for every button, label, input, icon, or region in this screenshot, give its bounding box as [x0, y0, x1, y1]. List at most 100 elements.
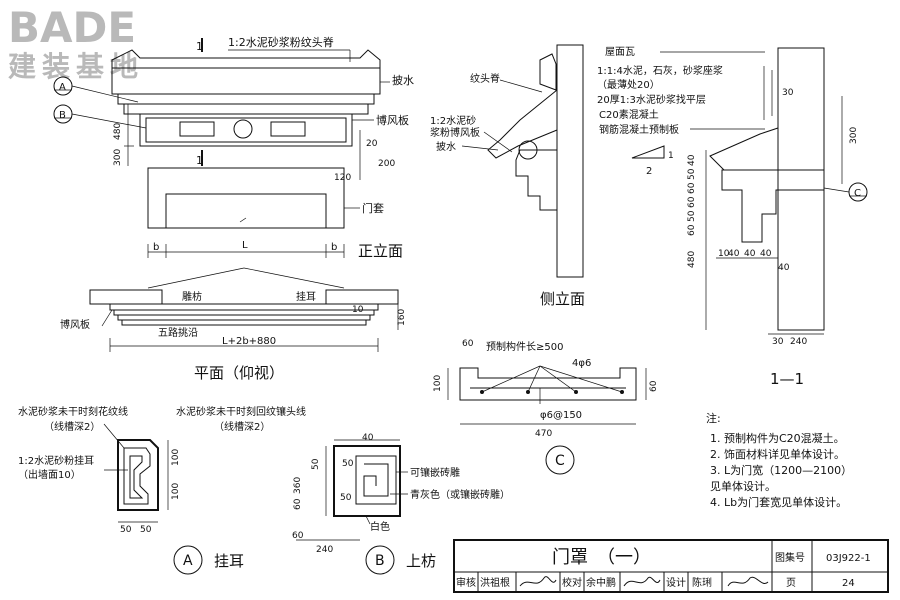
designer-name: 陈琍 [692, 576, 712, 589]
detail-b-white: 白色 [370, 520, 390, 533]
sec-dim-40a: 40 [687, 154, 697, 166]
reviewer-signature [519, 576, 557, 587]
note-line-4: C20素混凝土 [599, 108, 659, 121]
page-number: 24 [842, 578, 855, 589]
sec-dim-30b: 30 [772, 337, 784, 347]
dim-b-left: b [153, 242, 159, 253]
plan-total-dim: L+2b+880 [222, 336, 276, 347]
detail-b-blue-grey: 青灰色（或镶嵌砖雕） [410, 488, 510, 501]
section-1-1-title: 1—1 [770, 370, 804, 388]
section-notes: 屋面瓦 1:1:4水泥，石灰，砂浆座浆 （最薄处20） 20厚1:3水泥砂浆找平… [597, 46, 765, 177]
detail-c-dim-60: 60 [462, 339, 474, 349]
review-label: 审核 [456, 576, 476, 589]
note-item-1: 1. 预制构件为C20混凝土。 [710, 431, 845, 445]
fascia-label: 博风板 [376, 113, 409, 127]
sec-dim-40b: 40 [728, 249, 740, 259]
side-elevation-title: 侧立面 [540, 290, 585, 308]
note-line-3: 20厚1:3水泥砂浆找平层 [597, 93, 706, 106]
general-notes: 注: 1. 预制构件为C20混凝土。 2. 饰面材料详见单体设计。 3. L为门… [706, 411, 852, 509]
detail-a-note-1b: （线槽深2） [44, 420, 100, 433]
plan-dim-10: 10 [352, 305, 364, 315]
side-mortar-1: 1:2水泥砂 [430, 114, 476, 127]
side-drip-label: 披水 [436, 140, 456, 153]
side-cornice [515, 149, 558, 211]
callout-b-detail-letter: B [375, 553, 385, 569]
callout-c-detail [545, 445, 575, 475]
detail-c-dim-60-right: 60 [649, 380, 659, 392]
detail-b-note-1b: （线槽深2） [214, 420, 270, 433]
checker-signature [623, 576, 661, 587]
door-frame [147, 167, 345, 229]
detail-b-dim-50a: 50 [311, 458, 321, 470]
ridge-crest [111, 49, 381, 69]
detail-b-title: 上枋 [406, 552, 436, 570]
sec-dim-30: 30 [782, 88, 794, 98]
watermark-brand: BADE [8, 3, 136, 52]
detail-b-dim-50c: 50 [340, 493, 352, 503]
sec-dim-40d: 40 [760, 249, 772, 259]
sec-dim-60a: 60 [687, 182, 697, 194]
dim-200: 200 [378, 159, 395, 169]
slope-horizontal: 2 [646, 166, 652, 177]
side-ridge-label: 纹头脊 [470, 72, 500, 85]
sec-dim-60b: 60 [687, 196, 697, 208]
sec-dim-10: 10 [718, 249, 730, 259]
detail-a-dim-100b: 100 [171, 483, 181, 500]
note-line-1: 1:1:4水泥，石灰，砂浆座浆 [597, 64, 723, 77]
side-wall [556, 44, 584, 278]
sec-dim-50: 50 [687, 168, 697, 180]
note-line-5: 钢筋混凝土预制板 [599, 123, 679, 136]
cornice-label: 五路挑沿 [158, 326, 198, 339]
callout-a-letter: A [59, 82, 66, 93]
reviewer-name: 洪祖根 [480, 576, 510, 589]
detail-c-stirrup: φ6@150 [540, 410, 582, 421]
detail-a-note-1: 水泥砂浆未干时刻花纹线 [18, 405, 128, 418]
front-elevation: 1 1 1:2水泥砂浆粉纹头脊 A B 披水 博风板 480 [53, 35, 414, 260]
check-label: 校对 [562, 576, 582, 589]
atlas-number: 03J922-1 [826, 553, 871, 564]
checker-name: 余中鹏 [586, 576, 616, 589]
dim-20: 20 [366, 139, 378, 149]
plan-view: 雕枋 挂耳 博风板 五路挑沿 10 160 L+2b+880 平面（仰视） [60, 267, 407, 382]
dim-L: L [242, 240, 248, 251]
detail-a: 水泥砂浆未干时刻花纹线 （线槽深2） 1:2水泥砂粉挂耳 （出墙面10） 100… [18, 405, 244, 575]
detail-b-dim-360: 360 [293, 477, 303, 494]
sec-dim-40e: 40 [778, 263, 790, 273]
detail-b-dim-50b: 50 [342, 459, 354, 469]
dim-480: 480 [113, 123, 123, 140]
plan-fascia-label: 博风板 [60, 318, 90, 331]
callout-a-detail-letter: A [183, 553, 193, 569]
sec-dim-480: 480 [687, 251, 697, 268]
section-mark-top: 1 [196, 40, 203, 53]
front-elevation-title: 正立面 [358, 242, 403, 260]
side-elevation: 纹头脊 1:2水泥砂 浆粉博风板 披水 侧立面 [430, 44, 585, 308]
section-cornice [721, 169, 825, 243]
sec-dim-40c: 40 [744, 249, 756, 259]
roof-tiles [111, 67, 381, 95]
callout-a-detail [173, 545, 203, 575]
design-label: 设计 [666, 576, 686, 589]
watermark-subtitle: 建装基地 [8, 50, 144, 83]
page-label: 页 [786, 577, 796, 589]
detail-b-dim-40: 40 [362, 433, 374, 443]
note-line-2: （最薄处20） [597, 78, 660, 91]
detail-a-dim-50a: 50 [120, 525, 132, 535]
detail-c-length: 预制构件长≥500 [486, 340, 563, 353]
sec-dim-60c: 60 [687, 224, 697, 236]
drawing-title: 门罩 （一） [552, 547, 651, 568]
note-item-4: 4. Lb为门套宽见单体设计。 [710, 495, 847, 509]
detail-b-inlay: 可镶嵌砖雕 [410, 466, 460, 479]
note-item-2: 2. 饰面材料详见单体设计。 [710, 447, 845, 461]
atlas-label: 图集号 [775, 551, 805, 564]
door-frame-label: 门套 [362, 201, 384, 215]
title-block: 门罩 （一） 图集号 03J922-1 审核 洪祖根 校对 余中鹏 设计 陈琍 … [453, 539, 889, 593]
detail-b-note-1: 水泥砂浆未干时刻回纹镶头线 [176, 405, 306, 418]
notes-heading: 注: [706, 411, 721, 425]
callout-b-detail [365, 545, 395, 575]
detail-b-dim-60: 60 [293, 498, 303, 510]
ear-label: 挂耳 [296, 290, 316, 303]
detail-b-dim-240: 240 [316, 545, 333, 555]
callout-c-detail-letter: C [555, 453, 565, 469]
detail-a-title: 挂耳 [214, 552, 244, 570]
